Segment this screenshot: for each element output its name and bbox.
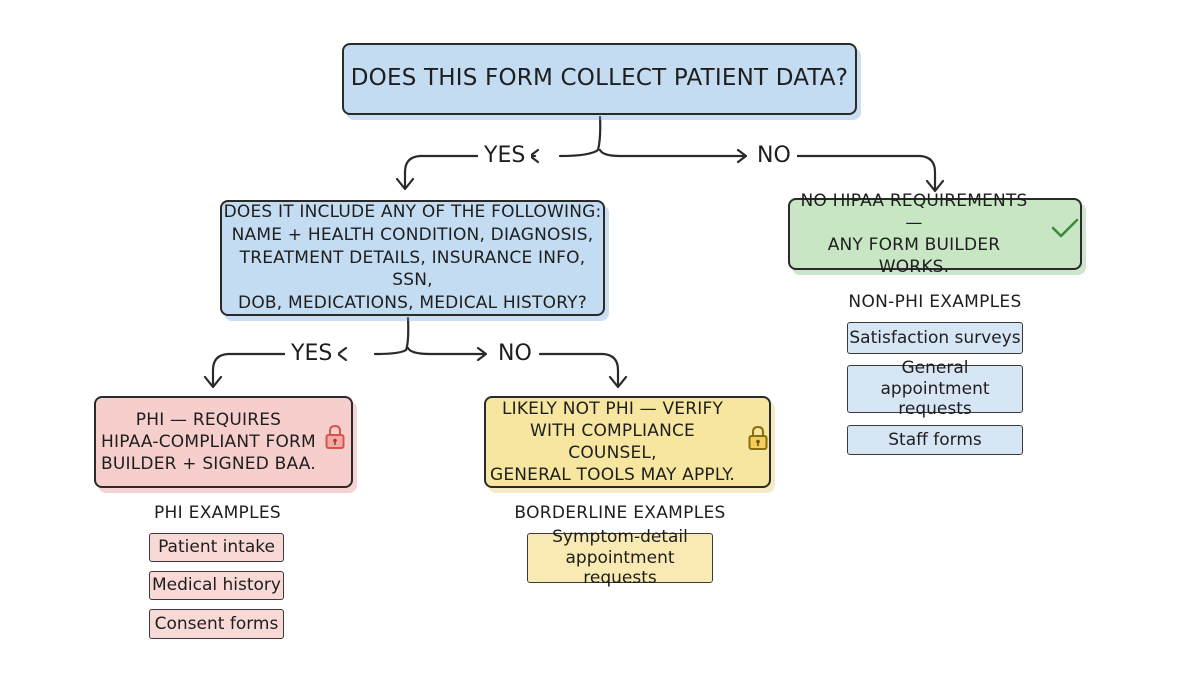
connector-q1-yes	[598, 148, 622, 158]
outcome-no-hipaa-line: NO HIPAA REQUIREMENTS —	[800, 190, 1028, 233]
arrowhead-no-label-2	[476, 346, 488, 362]
question-phi-fields-line: TREATMENT DETAILS, INSURANCE INFO, SSN,	[239, 247, 586, 291]
lock-icon	[324, 424, 346, 456]
outcome-phi-line: HIPAA-COMPLIANT FORM	[101, 431, 316, 452]
connector-q2-stem	[373, 316, 410, 356]
connector-q1-stem	[558, 115, 602, 158]
example-chip: Satisfaction surveys	[847, 322, 1023, 354]
example-chip-label: General appointment	[880, 358, 990, 399]
borderline-examples-title: BORDERLINE EXAMPLES	[514, 503, 726, 523]
example-chip: Consent forms	[149, 609, 284, 639]
example-chip: General appointment requests	[847, 358, 1023, 419]
connector-q2-left	[211, 352, 287, 388]
outcome-likely-not-phi: LIKELY NOT PHI — VERIFY WITH COMPLIANCE …	[484, 396, 771, 488]
q1-yes-label: YES	[478, 145, 532, 167]
arrowhead-no-label-1	[736, 148, 748, 164]
example-chip: Medical history	[149, 571, 284, 600]
question-patient-data-text: DOES THIS FORM COLLECT PATIENT DATA?	[350, 65, 849, 92]
example-chip-label: Satisfaction surveys	[849, 327, 1021, 348]
lock-icon	[747, 425, 769, 457]
non-phi-examples-title: NON-PHI EXAMPLES	[848, 292, 1022, 312]
question-phi-fields: DOES IT INCLUDE ANY OF THE FOLLOWING: NA…	[220, 200, 605, 316]
outcome-no-hipaa: NO HIPAA REQUIREMENTS — ANY FORM BUILDER…	[788, 191, 1082, 277]
q2-yes-label: YES	[285, 343, 339, 365]
arrowhead-yes-label-2	[336, 346, 348, 362]
connector-q1-no	[788, 154, 937, 192]
example-chip-label: Staff forms	[888, 429, 982, 450]
q1-no-label: NO	[751, 145, 797, 167]
outcome-phi-line: BUILDER + SIGNED BAA.	[101, 454, 316, 475]
example-chip: Patient intake	[149, 533, 284, 562]
connector-q2-yes-seg	[406, 346, 432, 356]
outcome-likely-not-phi-line: LIKELY NOT PHI — VERIFY	[501, 398, 724, 419]
connector-q1-left	[403, 154, 537, 190]
connector-q2-no	[538, 352, 620, 388]
arrowhead-q2-yes	[203, 375, 223, 389]
example-chip-label: Patient intake	[158, 537, 275, 558]
outcome-phi-line: PHI — REQUIRES	[135, 409, 282, 430]
phi-examples-title: PHI EXAMPLES	[154, 503, 281, 523]
outcome-likely-not-phi-line: WITH COMPLIANCE COUNSEL,	[529, 420, 695, 463]
q2-no-label: NO	[492, 343, 538, 365]
arrowhead-q2-no	[608, 375, 628, 389]
example-chip-label: Medical history	[151, 575, 281, 596]
example-chip-label: Consent forms	[154, 613, 279, 634]
example-chip-label: appointment requests	[565, 547, 675, 589]
outcome-no-hipaa-line: ANY FORM BUILDER WORKS.	[827, 235, 1001, 278]
arrowhead-q1-yes	[395, 177, 415, 191]
outcome-likely-not-phi-line: GENERAL TOOLS MAY APPLY.	[489, 465, 736, 486]
example-chip: Staff forms	[847, 425, 1023, 455]
example-chip-label: Symptom-detail	[552, 527, 688, 548]
question-phi-fields-line: DOB, MEDICATIONS, MEDICAL HISTORY?	[238, 292, 587, 313]
example-chip-label: requests	[898, 399, 972, 420]
question-phi-fields-line: NAME + HEALTH CONDITION, DIAGNOSIS,	[231, 225, 594, 246]
question-patient-data: DOES THIS FORM COLLECT PATIENT DATA?	[342, 43, 857, 115]
outcome-phi: PHI — REQUIRES HIPAA-COMPLIANT FORM BUIL…	[94, 396, 353, 488]
arrowhead-q1-no	[925, 179, 945, 193]
example-chip: Symptom-detail appointment requests	[527, 527, 713, 588]
question-phi-fields-line: DOES IT INCLUDE ANY OF THE FOLLOWING:	[223, 202, 602, 223]
checkmark-icon	[1050, 216, 1080, 246]
